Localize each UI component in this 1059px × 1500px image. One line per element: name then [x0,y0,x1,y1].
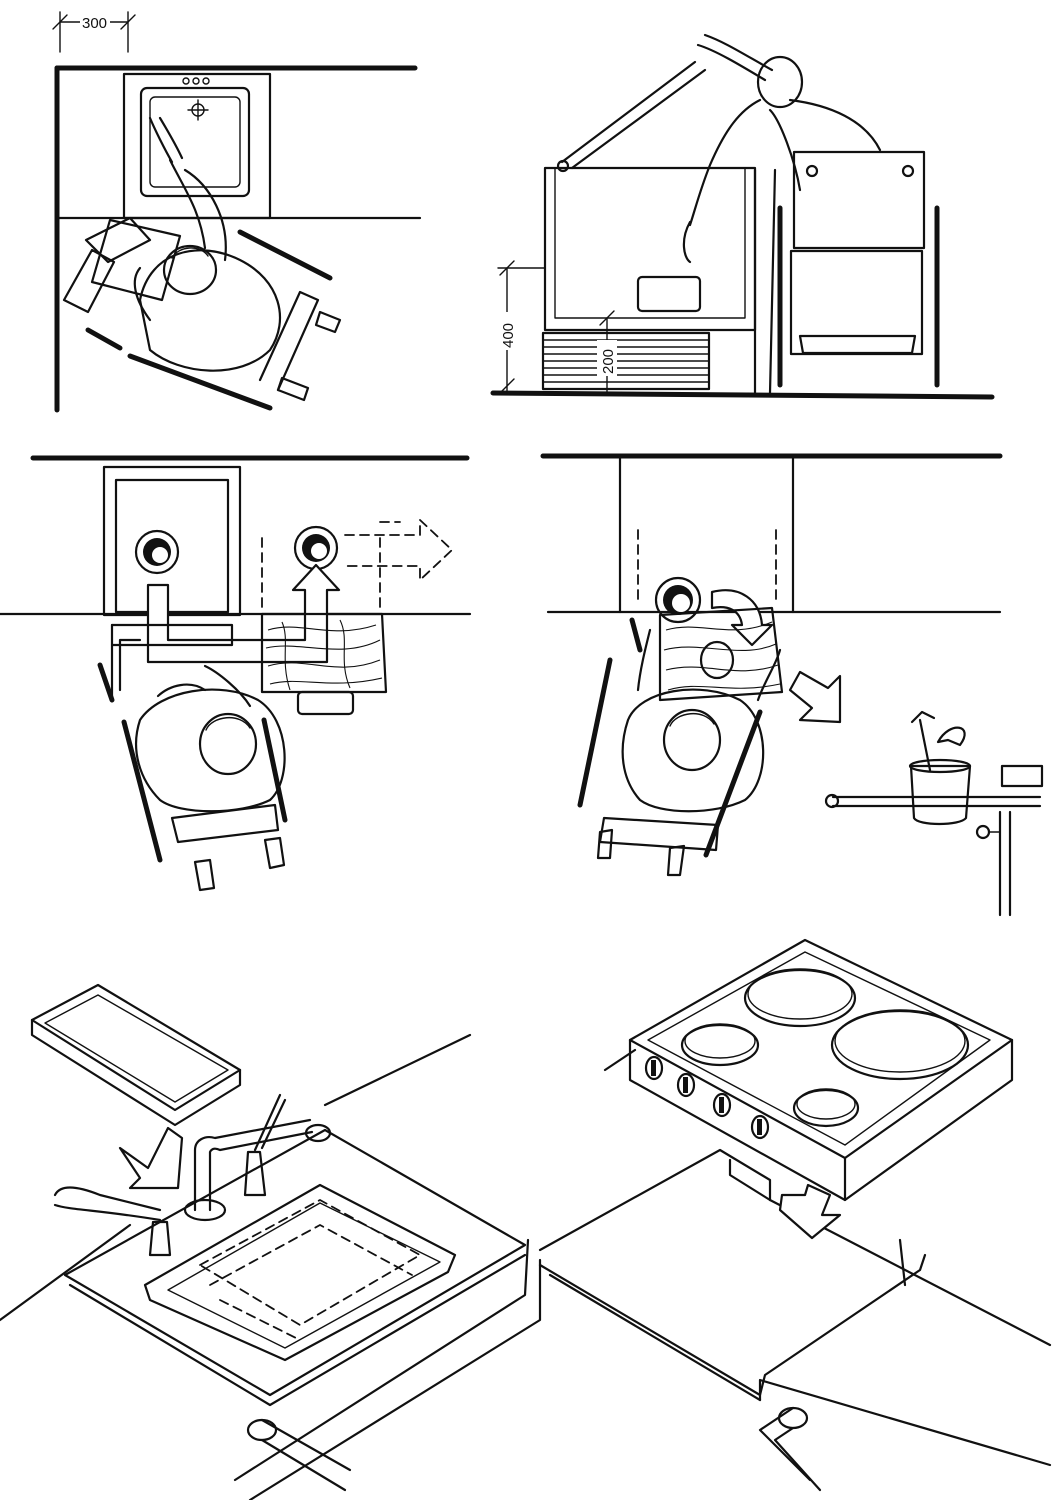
lowered-cupboard [543,166,757,332]
sink-insert-tray [30,983,242,1127]
cooking-ring [792,1088,860,1128]
control-knob-icons [644,1055,770,1140]
pot-icon [654,576,702,624]
drain-icon [187,99,209,121]
hob-isometric-panel [538,938,1052,1492]
cooking-ring [680,1023,760,1067]
move-right-dashed-arrow-icon [344,517,454,583]
dimension-300: 300 [52,11,136,53]
plinth-drawers [541,331,711,391]
hob-unit [628,938,1014,1202]
hob-down-arrow-icon [778,1183,842,1240]
dimension-label-400: 400 [500,323,517,348]
cupboard-elevation-panel: 400 200 [490,33,995,400]
hob-transfer-panel [540,453,1044,917]
cooking-pot-icon [909,764,972,826]
oven-unit [789,249,924,356]
sink-plan-panel: 300 [52,11,422,413]
mixer-tap-icon [183,1093,332,1222]
pot-in-lap [699,640,735,680]
cooking-ring [743,968,857,1028]
wooden-board [658,606,784,702]
wheelchair-user-figure [577,617,782,877]
dimension-label-200: 200 [600,349,617,374]
curved-arrow-icon [710,589,774,647]
standing-person-figure [682,33,882,264]
cupboard-handle [636,275,702,313]
sink-unit [63,1128,527,1407]
insert-down-arrow-icon [118,1126,184,1190]
pot-icon [134,529,180,575]
counter-edge [0,1223,132,1322]
stir-arrow-icon [936,726,966,747]
lever-handle-icon [53,1186,172,1257]
counter-back-edge [323,1033,472,1107]
dimension-label-300: 300 [82,15,107,32]
sink-basin [143,1183,457,1362]
floor-line [490,390,995,400]
direction-arrow-icon [788,670,842,724]
wooden-counter-section [260,612,388,694]
pot-on-hob-detail [824,710,1044,917]
height-dimensions: 400 200 [497,260,617,394]
sink-basin [139,86,251,198]
wheelchair-user-figure [97,662,288,892]
sink-transfer-panel [0,455,472,892]
lift-arm [560,60,697,164]
wheelchair-user-figure [62,116,342,411]
pot-icon [293,525,339,571]
towel-rail-icon [758,1406,822,1492]
sink-cabinet [102,465,242,617]
towel-rail-icon [246,1418,352,1492]
transfer-route-arrow-icon [146,563,341,664]
cooking-ring [830,1009,970,1081]
sink-isometric-panel [0,983,542,1500]
wall-unit [792,150,926,250]
